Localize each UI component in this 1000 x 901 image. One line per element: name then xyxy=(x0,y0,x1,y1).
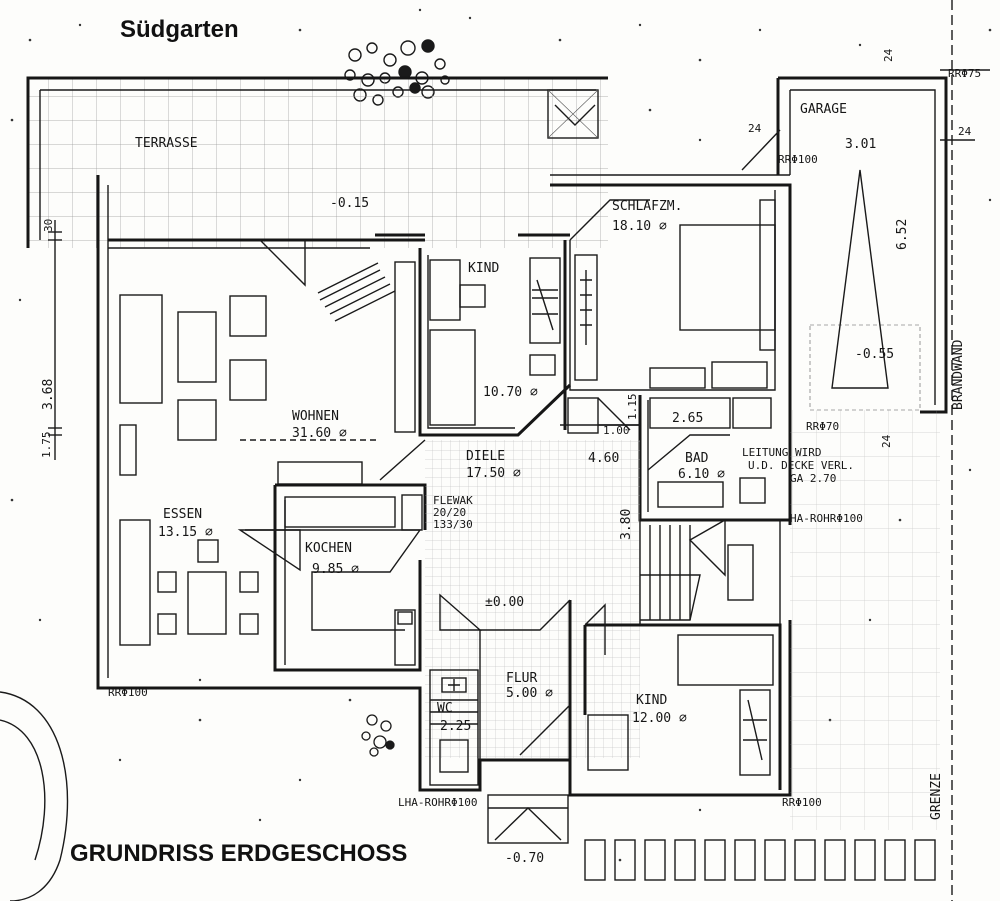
dimension-labels: 24 24 24 24 30 3.68 1.75 1.00 1.15 2.65 … xyxy=(40,48,972,540)
schlafzimmer-label: SCHLAFZM. xyxy=(612,199,682,214)
garage-car-spot xyxy=(809,324,921,411)
essen-area: 13.15 ⌀ xyxy=(158,525,213,540)
room-labels: TERRASSE -0.15 GARAGE 3.01 -0.55 SCHLAFZ… xyxy=(135,102,966,866)
left-dimensions xyxy=(48,220,62,460)
diele-floor xyxy=(425,440,640,758)
dim-24-right: 24 xyxy=(958,125,972,138)
flewak-dim1: 20/20 xyxy=(433,506,466,519)
diele-label: DIELE xyxy=(466,449,505,464)
garage-width: 3.01 xyxy=(845,137,876,152)
bad-note1: LEITUNG WIRD xyxy=(742,446,821,459)
kind1-area: 10.70 ⌀ xyxy=(483,385,538,400)
kind2-area: 12.00 ⌀ xyxy=(632,711,687,726)
tree-arc-inner xyxy=(0,719,46,861)
dim-24-top: 24 xyxy=(882,48,895,62)
kind1-label: KIND xyxy=(468,261,499,276)
background-dots xyxy=(10,8,992,862)
pipe-labels: RRΦ100 RRΦ75 RRΦ70 HA-ROHRΦ100 RRΦ100 LH… xyxy=(108,67,981,809)
kitchen-counter xyxy=(284,496,396,528)
wc-room xyxy=(429,669,479,786)
flewak-dim2: 133/30 xyxy=(433,518,473,531)
dim-24-mid: 24 xyxy=(880,434,893,448)
kind2-furniture xyxy=(584,603,774,776)
dim-175: 1.75 xyxy=(40,432,53,459)
entrance xyxy=(487,794,569,844)
entry-level: -0.70 xyxy=(505,851,544,866)
house-outline xyxy=(96,175,792,797)
dim-115: 1.15 xyxy=(626,394,639,421)
flur-label: FLUR xyxy=(506,671,537,686)
rr-bottom-right: RRΦ100 xyxy=(782,796,822,809)
dim-460: 4.60 xyxy=(588,451,619,466)
flewak-label: FLEWAK xyxy=(433,494,473,507)
bad-note2: U.D. DECKE VERL. xyxy=(748,459,854,472)
terrace-step xyxy=(547,89,599,139)
shrub-bottom xyxy=(361,714,395,757)
dim-100: 1.00 xyxy=(603,424,630,437)
ha-rohr: HA-ROHRΦ100 xyxy=(790,512,863,525)
tree-arc-outer xyxy=(0,691,69,901)
wohnen-label: WOHNEN xyxy=(292,409,339,424)
zero-level: ±0.00 xyxy=(485,595,524,610)
rr-brand: RRΦ70 xyxy=(806,420,839,433)
lha-rohr: LHA-ROHRΦ100 xyxy=(398,796,477,809)
garden-title: Südgarten xyxy=(120,16,239,43)
dim-380: 3.80 xyxy=(619,509,634,540)
garage-level: -0.55 xyxy=(855,347,894,362)
flur-area: 5.00 ⌀ xyxy=(506,686,553,701)
living-furniture xyxy=(119,239,416,485)
brandwand-label: BRANDWAND xyxy=(951,339,966,410)
stairs xyxy=(639,518,781,626)
right-tiles xyxy=(790,410,940,830)
wc-area: 2.25 xyxy=(440,719,471,734)
wc-label: WC xyxy=(437,701,453,716)
terrasse-label: TERRASSE xyxy=(135,136,198,151)
kind1-furniture xyxy=(429,257,561,426)
plan-title: GRUNDRISS ERDGESCHOSS xyxy=(70,840,408,867)
grenze-label: GRENZE xyxy=(929,773,944,820)
terrace-wall xyxy=(26,76,608,248)
kitchen-furniture xyxy=(245,529,422,666)
essen-label: ESSEN xyxy=(163,507,202,522)
schlafzimmer-furniture xyxy=(569,199,776,389)
parking-stalls xyxy=(584,839,936,881)
kochen-label: KOCHEN xyxy=(305,541,352,556)
garage-length: 6.52 xyxy=(895,219,910,250)
rr-top-right: RRΦ75 xyxy=(948,67,981,80)
kind2-label: KIND xyxy=(636,693,667,708)
bad-note3: GA 2.70 xyxy=(790,472,836,485)
dim-368: 3.68 xyxy=(41,379,56,410)
terrasse-level: -0.15 xyxy=(330,196,369,211)
diele-area: 17.50 ⌀ xyxy=(466,466,521,481)
dim-30: 30 xyxy=(42,219,55,232)
dim-265: 2.65 xyxy=(672,411,703,426)
terrace-tiles xyxy=(28,78,608,248)
kochen-area: 9.85 ⌀ xyxy=(312,562,359,577)
bad-area: 6.10 ⌀ xyxy=(678,467,725,482)
garage-label: GARAGE xyxy=(800,102,847,117)
rr-garage: RRΦ100 xyxy=(778,153,818,166)
rr-bottom-left: RRΦ100 xyxy=(108,686,148,699)
garage-roof-triangle xyxy=(831,169,889,389)
dim-24-left: 24 xyxy=(748,122,762,135)
bad-label: BAD xyxy=(685,451,709,466)
schlafzimmer-area: 18.10 ⌀ xyxy=(612,219,667,234)
wohnen-area: 31.60 ⌀ xyxy=(292,426,347,441)
